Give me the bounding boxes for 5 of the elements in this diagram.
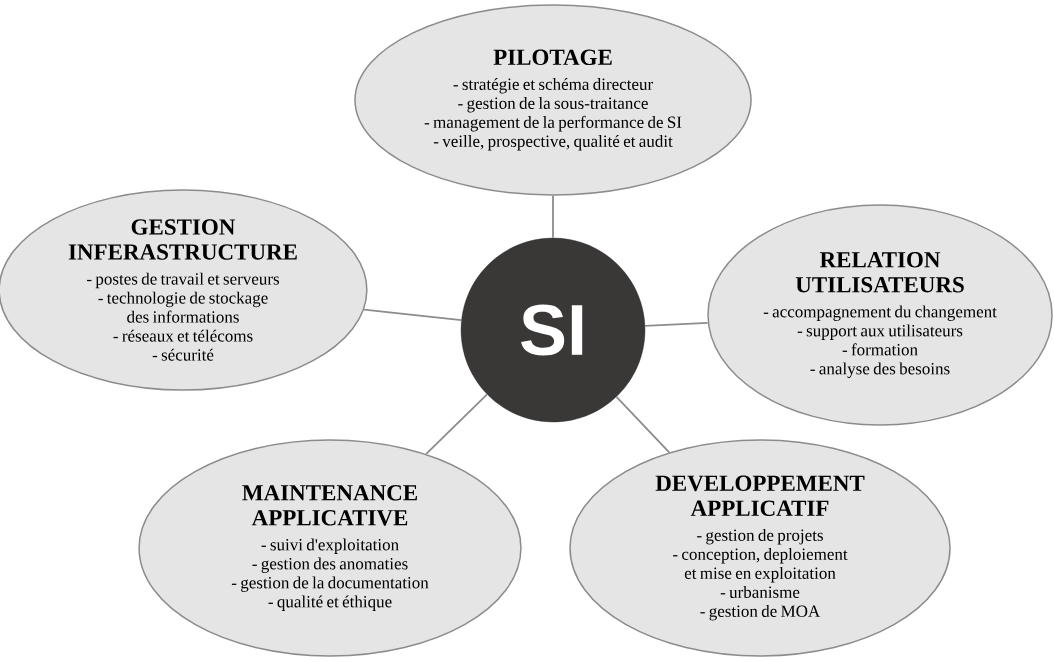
connector-line [552,194,554,239]
connector-line [425,393,488,455]
connector-line [363,308,463,321]
connector-line [615,395,671,454]
connector-line [644,322,709,327]
